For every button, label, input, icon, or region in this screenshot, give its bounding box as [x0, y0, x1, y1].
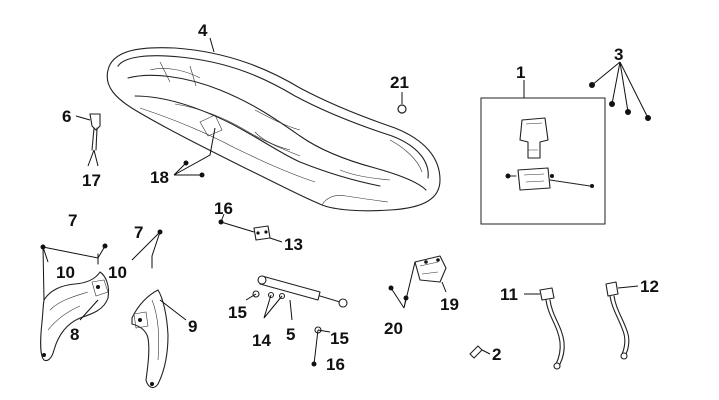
ring-part-21 — [397, 104, 407, 114]
leader-lines — [42, 37, 649, 365]
callout-11: 11 — [500, 285, 518, 304]
screws-part-3 — [589, 82, 651, 121]
callout-12: 12 — [640, 277, 659, 296]
callout-19: 19 — [440, 295, 459, 314]
callout-16b: 16 — [326, 355, 345, 374]
clamp-part-13 — [253, 225, 271, 241]
callout-13: 13 — [284, 235, 303, 254]
seat-part-4 — [106, 47, 441, 212]
callout-6: 6 — [62, 107, 71, 126]
callout-15a: 15 — [228, 303, 247, 322]
callout-5: 5 — [286, 325, 295, 344]
callout-15b: 15 — [330, 329, 349, 348]
grab-rail-left-part-8 — [40, 271, 110, 362]
grab-rail-right-part-9 — [131, 289, 169, 389]
seat-lock-bracket-part-1 — [480, 97, 606, 225]
callout-1: 1 — [516, 63, 525, 82]
callout-9: 9 — [188, 317, 197, 336]
callout-7b: 7 — [134, 223, 143, 242]
clip-part-6 — [89, 113, 101, 151]
pin-part-2 — [469, 345, 483, 359]
callout-3: 3 — [614, 45, 623, 64]
cable-part-12 — [605, 281, 630, 360]
callout-18: 18 — [150, 168, 169, 187]
cable-part-11 — [539, 287, 565, 370]
callout-2: 2 — [492, 345, 501, 364]
callout-7a: 7 — [68, 211, 77, 230]
latch-part-19 — [414, 255, 447, 283]
callout-10a: 10 — [56, 263, 75, 282]
callout-20: 20 — [384, 319, 403, 338]
callout-17: 17 — [82, 171, 101, 190]
callout-14: 14 — [252, 331, 271, 350]
callout-21: 21 — [390, 73, 409, 92]
callout-10b: 10 — [108, 263, 127, 282]
callout-4: 4 — [198, 21, 208, 40]
callout-8: 8 — [70, 325, 79, 344]
gas-strut-part-5 — [257, 275, 348, 308]
callout-labels: 4 1 3 21 6 17 18 16 13 7 7 10 10 8 9 15 … — [56, 21, 659, 374]
callout-16a: 16 — [214, 199, 233, 218]
